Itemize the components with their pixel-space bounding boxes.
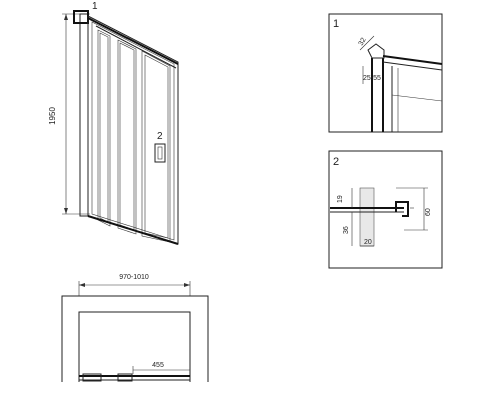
front-view: 1950 1 2: [48, 1, 179, 245]
plan-walls-inner: [78, 311, 191, 382]
detail-1: 1 32 25-55: [328, 13, 443, 133]
detail-2: 2 19 36 20 60: [328, 150, 443, 269]
panel-1: [97, 29, 111, 227]
door-frame-inner: [91, 21, 175, 241]
detail-2-label: 2: [333, 156, 339, 168]
wall-profile-left: [79, 13, 89, 217]
panel-3: [141, 50, 171, 243]
handle: [154, 143, 166, 163]
plan-panel-fixed: [82, 373, 102, 382]
detail-1-label: 1: [333, 18, 339, 30]
detail-2-frame: [328, 150, 443, 269]
wall-section: [359, 187, 375, 247]
height-dim-text: 1950: [48, 107, 57, 125]
bottom-rail: [87, 215, 179, 245]
plan-view: 970-1010 455: [61, 274, 209, 382]
dim-arrow-bottom: [64, 208, 68, 214]
callout-label-1: 1: [92, 1, 98, 12]
plan-walls-outer: [61, 295, 209, 382]
detail-2-dim-60: 60: [425, 208, 432, 216]
dim-arrow-top: [64, 14, 68, 20]
callout-label-2: 2: [157, 131, 163, 142]
detail-1-dim-32: 32: [358, 37, 368, 47]
offset-dim-text: 455: [152, 362, 164, 369]
door-frame-outer: [87, 15, 179, 245]
detail-2-dim-19: 19: [337, 195, 344, 203]
panel-2: [117, 39, 137, 235]
detail-1-frame: [328, 13, 443, 133]
top-rail: [87, 17, 179, 65]
detail-1-dim-25-55: 25-55: [363, 75, 381, 82]
detail-2-dim-36: 36: [343, 226, 350, 234]
plan-panel-slide: [117, 373, 133, 382]
detail-2-dim-20: 20: [364, 239, 372, 246]
width-dim-text: 970-1010: [119, 274, 149, 281]
profile-hook: [395, 201, 409, 217]
top-bracket: [367, 43, 385, 59]
rail-top: [382, 55, 443, 65]
callout-box-1: [73, 10, 89, 24]
